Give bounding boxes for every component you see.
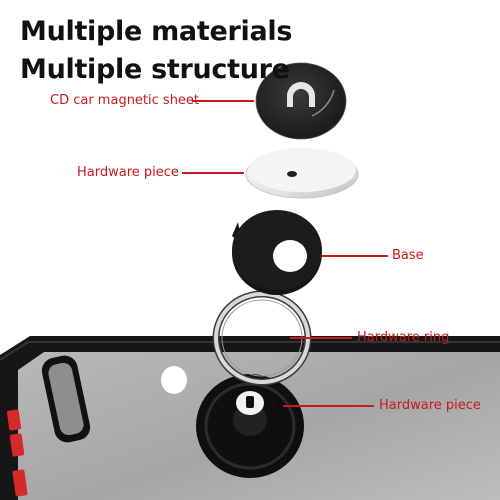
- magnetic-sheet-part: [255, 62, 347, 140]
- side-button-middle: [9, 433, 25, 457]
- side-button-lower: [12, 469, 28, 497]
- side-button-upper: [6, 409, 22, 431]
- label-base: Base: [392, 248, 424, 263]
- camera-cutout-inner: [48, 362, 84, 436]
- label-hardware-piece-bottom: Hardware piece: [379, 398, 481, 413]
- case-edge-highlight: [0, 341, 500, 361]
- base-part: [232, 210, 322, 295]
- callout-lines: [182, 100, 388, 407]
- label-hardware-piece-top: Hardware piece: [77, 165, 179, 180]
- headline-line-2: Multiple structure: [20, 54, 290, 85]
- headline-line-1: Multiple materials: [20, 16, 293, 47]
- fingerprint-hole: [161, 366, 187, 394]
- label-magnetic-sheet: CD car magnetic sheet: [50, 93, 200, 108]
- label-hardware-ring: Hardware ring: [357, 330, 450, 345]
- ring-holder-mounted: [196, 374, 304, 478]
- hardware-piece-top-part: [245, 148, 359, 199]
- magnet-logo-icon: [287, 82, 315, 107]
